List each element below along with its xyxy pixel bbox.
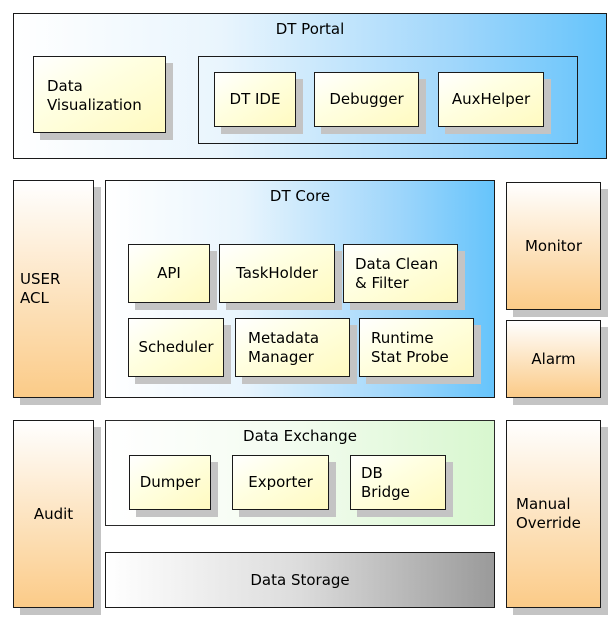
dev-tools-group (198, 56, 578, 144)
data-visualization-box: Data Visualization (33, 56, 166, 133)
data-clean-filter-box: Data Clean & Filter (343, 244, 458, 303)
data-exchange-title: Data Exchange (243, 427, 357, 445)
dt-portal-title: DT Portal (275, 20, 345, 38)
taskholder-box: TaskHolder (219, 244, 335, 303)
runtime-stat-probe-box: Runtime Stat Probe (359, 318, 474, 377)
monitor-box: Monitor (506, 182, 601, 310)
dt-ide-box: DT IDE (214, 72, 296, 127)
alarm-box: Alarm (506, 320, 601, 398)
debugger-box: Debugger (314, 72, 419, 127)
audit-box: Audit (13, 420, 94, 608)
user-acl-box: USER ACL (13, 180, 94, 398)
manual-override-box: Manual Override (506, 420, 601, 608)
metadata-manager-box: Metadata Manager (235, 318, 350, 377)
db-bridge-box: DB Bridge (350, 455, 446, 510)
api-box: API (128, 244, 210, 303)
exporter-box: Exporter (232, 455, 329, 510)
dumper-box: Dumper (129, 455, 211, 510)
auxhelper-box: AuxHelper (438, 72, 544, 127)
data-storage-layer: Data Storage (105, 552, 495, 608)
dt-core-title: DT Core (269, 187, 331, 205)
scheduler-box: Scheduler (128, 318, 224, 377)
